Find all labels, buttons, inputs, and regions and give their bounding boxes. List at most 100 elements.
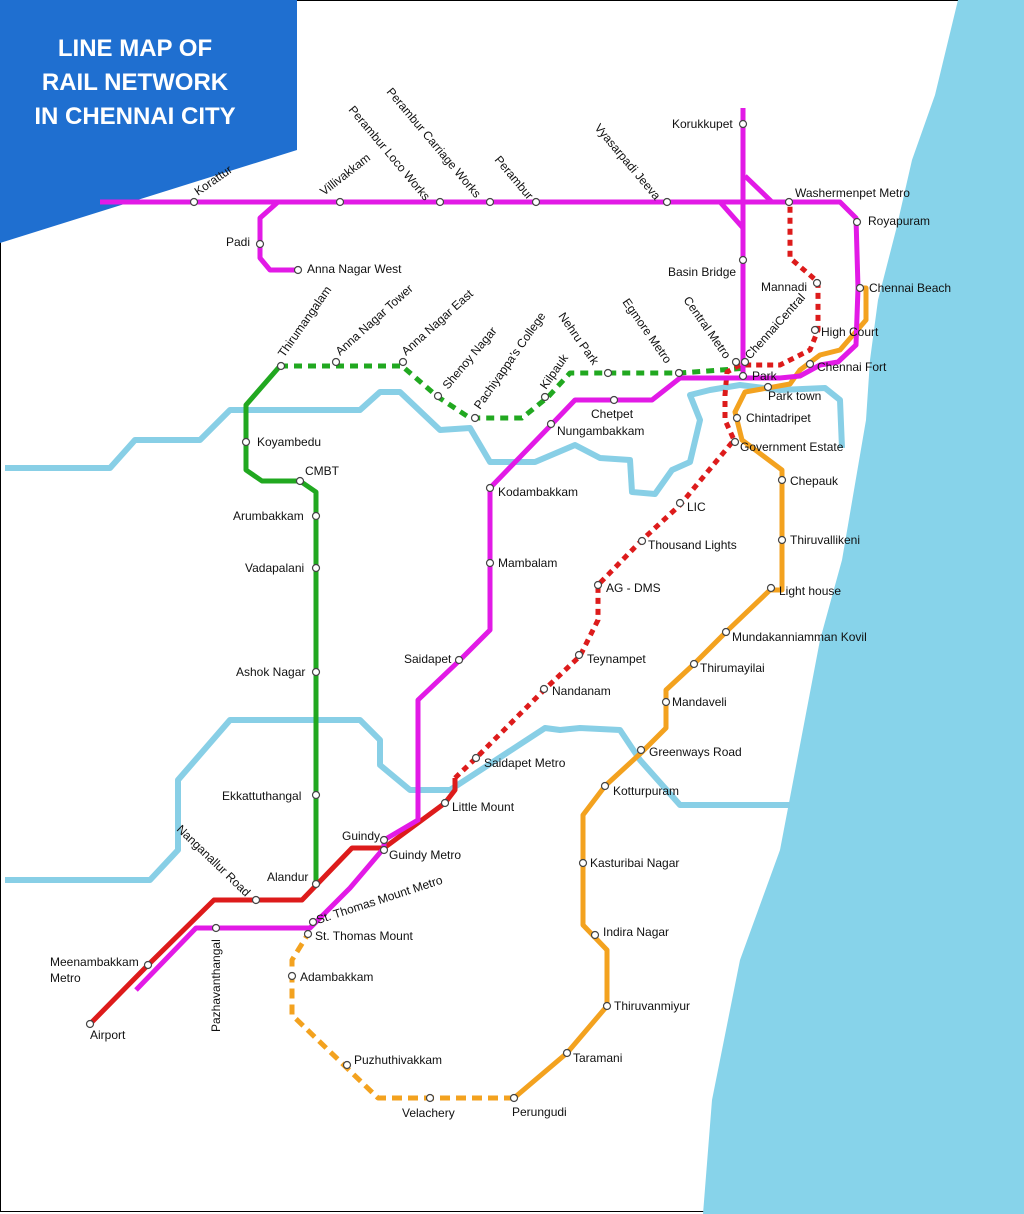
station-marker-ashok-nagar [311,667,321,677]
station-marker-perambur-carriage-works [485,197,495,207]
station-label-chintadripet: Chintadripet [746,411,811,425]
station-marker-kasturibai-nagar [578,858,588,868]
title-line-1: LINE MAP OF [58,35,212,62]
station-marker-vyasarpadi-jeeva [662,197,672,207]
station-label-light-house: Light house [779,584,841,598]
red-solid [88,778,458,1026]
station-label-indira-nagar: Indira Nagar [603,925,669,939]
station-marker-velachery [425,1093,435,1103]
station-marker-mannadi [812,278,822,288]
station-label-chennai-central: ChennaiCentral [742,291,808,362]
station-marker-little-mount [440,798,450,808]
station-marker-royapuram [852,217,862,227]
station-marker-st-thomas-mount-metro [308,917,318,927]
magenta-cross-2 [743,174,774,204]
station-marker-cmbt [295,476,305,486]
station-label-ashok-nagar: Ashok Nagar [236,665,305,679]
station-label-royapuram: Royapuram [868,214,930,228]
title-line-3: IN CHENNAI CITY [34,103,235,130]
station-label-lic: LIC [687,500,706,514]
station-marker-chetpet [609,395,619,405]
station-label-villivakkam: Villivakkam [317,151,373,199]
station-label-mannadi: Mannadi [761,280,807,294]
station-label-vadapalani: Vadapalani [245,561,304,575]
station-label-kilpauk: Kilpauk [537,351,572,392]
station-marker-perungudi [509,1093,519,1103]
line-magenta [100,108,861,992]
station-label-thiruvallikeni: Thiruvallikeni [790,533,860,547]
station-label-pazhavanthangal: Pazhavanthangal [209,939,223,1032]
sea [703,0,1024,1214]
station-label-little-mount: Little Mount [452,800,515,814]
magenta-cross-1 [718,200,745,230]
station-marker-high-court [810,325,820,335]
station-marker-ag-dms [593,580,603,590]
station-label-anna-nagar-west: Anna Nagar West [307,262,402,276]
station-label-adambakkam: Adambakkam [300,970,373,984]
station-marker-thiruvanmiyur [602,1001,612,1011]
station-label-mambalam: Mambalam [498,556,557,570]
station-marker-meenambakkam-metro [143,960,153,970]
station-label-taramani: Taramani [573,1051,622,1065]
station-label-pachiyappas-college: Pachiyappa's College [471,309,549,412]
station-marker-washermenpet-metro [784,197,794,207]
green-solid [243,364,319,884]
station-label-high-court: High Court [821,325,879,339]
station-label-chepauk: Chepauk [790,474,839,488]
station-label-nandanam: Nandanam [552,684,611,698]
station-label-nanganallur-road: Nanganallur Road [174,822,253,899]
station-marker-nehru-park [603,368,613,378]
station-marker-alandur [311,879,321,889]
station-marker-saidapet [454,655,464,665]
station-marker-perambur [531,197,541,207]
station-label-chennai-beach: Chennai Beach [869,281,951,295]
station-label-chennai-fort: Chennai Fort [817,360,887,374]
station-marker-nandanam [539,684,549,694]
station-marker-lic [675,498,685,508]
station-marker-korattur [189,197,199,207]
station-marker-mambalam [485,558,495,568]
station-label-thousand-lights: Thousand Lights [648,538,737,552]
magenta-mainline [100,199,861,381]
cooum-river [5,382,845,497]
station-label-arumbakkam: Arumbakkam [233,509,304,523]
station-label-perungudi: Perungudi [512,1105,567,1119]
rivers [5,382,845,883]
station-marker-central-metro [731,357,741,367]
station-label-kasturibai-nagar: Kasturibai Nagar [590,856,679,870]
orange-dashed [289,932,514,1101]
station-marker-taramani [562,1048,572,1058]
station-label-thirumayilai: Thirumayilai [700,661,765,675]
station-marker-mandaveli [661,697,671,707]
station-label-perambur: Perambur [492,153,537,202]
adyar-river [5,717,790,883]
station-label-greenways-road: Greenways Road [649,745,742,759]
station-marker-saidapet-metro [471,753,481,763]
station-marker-airport [85,1019,95,1029]
station-label-basin-bridge: Basin Bridge [668,265,736,279]
station-label-government-estate: Government Estate [740,440,844,454]
station-label-kodambakkam: Kodambakkam [498,485,578,499]
station-label-velachery: Velachery [402,1106,455,1120]
magenta-west-branch [134,375,742,992]
station-marker-chintadripet [732,413,742,423]
station-marker-puzhuthivakkam [342,1060,352,1070]
title-banner [0,0,297,243]
station-marker-government-estate [730,437,740,447]
station-label-thiruvanmiyur: Thiruvanmiyur [614,999,690,1013]
station-label-central-metro: Central Metro [681,294,734,362]
station-label-park: Park [752,369,778,383]
station-label-cmbt: CMBT [305,464,340,478]
station-marker-padi [255,239,265,249]
station-marker-park [738,371,748,381]
station-label-alandur: Alandur [267,870,308,884]
station-marker-chepauk [777,475,787,485]
station-marker-nanganallur-road [251,895,261,905]
station-label-kotturpuram: Kotturpuram [613,784,679,798]
station-label-teynampet: Teynampet [587,652,646,666]
station-marker-nungambakkam [546,419,556,429]
station-label-anna-nagar-east: Anna Nagar East [399,286,477,358]
station-marker-chennai-central [740,357,750,367]
station-marker-pachiyappas-college [470,413,480,423]
station-marker-thirumangalam [276,361,286,371]
